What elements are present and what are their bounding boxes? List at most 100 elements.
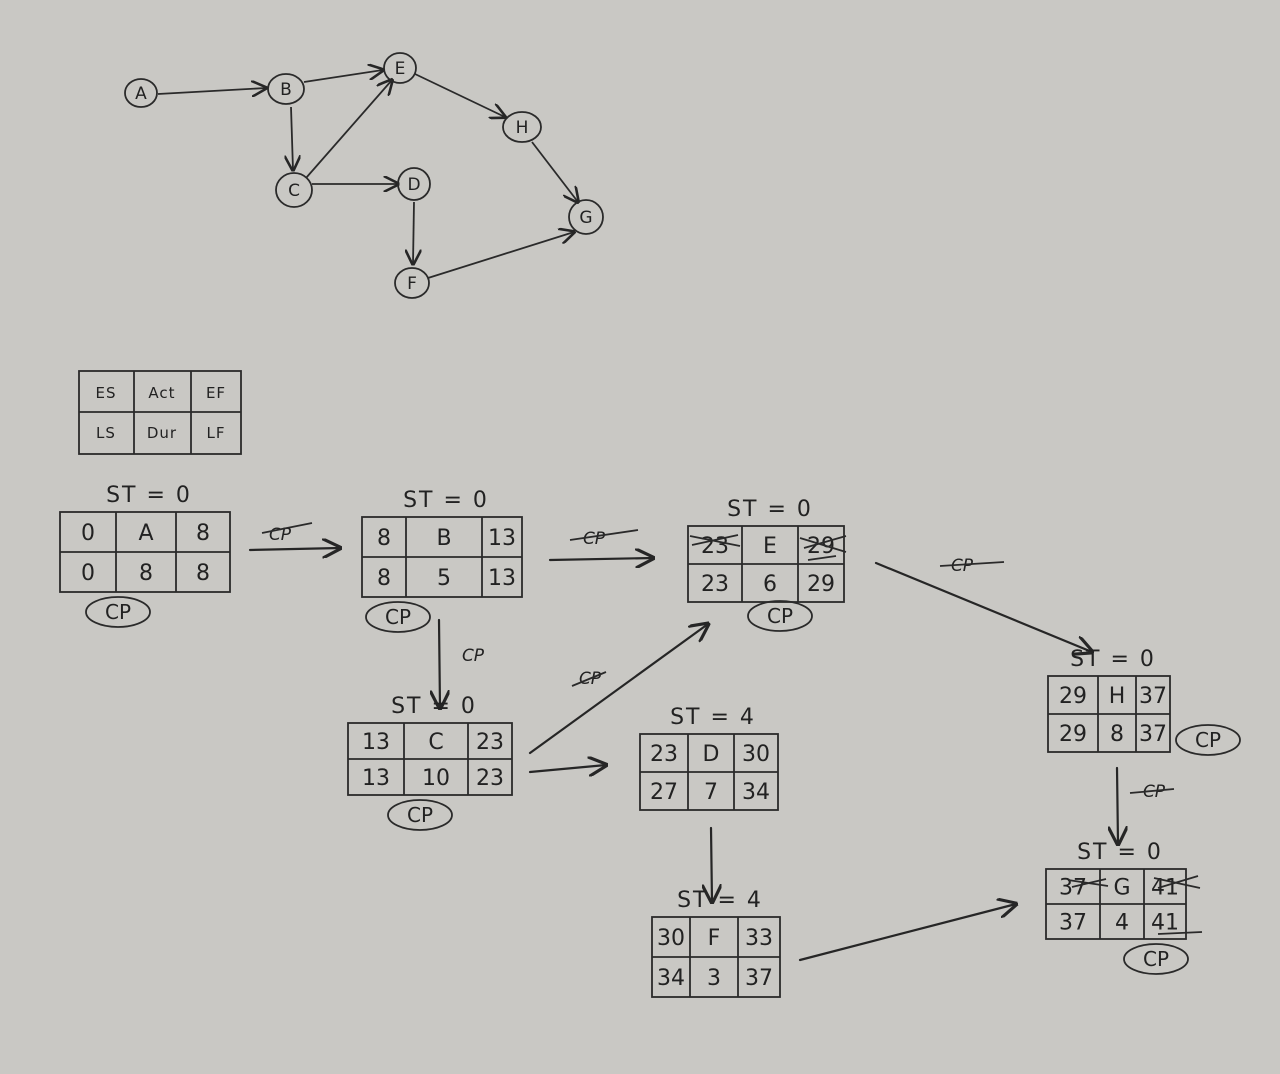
arrow-c-e bbox=[528, 624, 708, 755]
activity-d-ef: 30 bbox=[742, 742, 770, 767]
activity-a-dur: 8 bbox=[139, 561, 153, 586]
activity-g-lf: 41 bbox=[1151, 911, 1179, 936]
activity-c-ef: 23 bbox=[476, 730, 504, 755]
activity-b-id: B bbox=[436, 526, 451, 551]
activity-g-dur: 4 bbox=[1115, 911, 1129, 936]
activity-g-ef: 41 bbox=[1151, 876, 1179, 901]
network-graph: A B C D E F G H bbox=[124, 52, 604, 299]
edge-d-f bbox=[413, 201, 414, 264]
activity-h-lf: 37 bbox=[1139, 722, 1167, 747]
activity-h-id: H bbox=[1109, 684, 1126, 709]
legend-ls: LS bbox=[96, 424, 116, 442]
edge-label-b-e: CP bbox=[583, 529, 606, 549]
arrow-b-c bbox=[439, 618, 440, 708]
node-e: E bbox=[383, 52, 417, 84]
edge-a-b bbox=[157, 88, 266, 94]
edge-b-c bbox=[291, 106, 293, 170]
activity-h-ls: 29 bbox=[1059, 722, 1087, 747]
arrow-h-g bbox=[1117, 766, 1118, 844]
activity-c-dur: 10 bbox=[422, 766, 450, 791]
activity-f-lf: 37 bbox=[745, 966, 773, 991]
activity-a-es: 0 bbox=[81, 521, 95, 546]
svg-text:E: E bbox=[395, 59, 406, 79]
activity-a-ls: 0 bbox=[81, 561, 95, 586]
svg-text:A: A bbox=[135, 84, 147, 104]
activity-b-es: 8 bbox=[377, 526, 391, 551]
activity-e-cp: CP bbox=[767, 604, 793, 628]
legend-ef: EF bbox=[206, 384, 226, 402]
activity-b-ef: 13 bbox=[488, 526, 516, 551]
activity-edges: CP CP CP CP CP CP bbox=[248, 522, 1175, 962]
activity-d-dur: 7 bbox=[704, 780, 718, 805]
edge-e-h bbox=[414, 73, 505, 117]
activity-d-lf: 34 bbox=[742, 780, 770, 805]
activity-a-cp-badge: CP bbox=[85, 596, 151, 628]
activity-e-lf: 29 bbox=[807, 572, 835, 597]
activity-e-cp-badge: CP bbox=[747, 600, 813, 632]
edge-f-g bbox=[427, 232, 574, 279]
svg-text:H: H bbox=[516, 118, 529, 138]
legend-box: ES Act EF LS Dur LF bbox=[78, 370, 242, 455]
activity-c-es: 13 bbox=[362, 730, 390, 755]
svg-text:G: G bbox=[579, 208, 592, 228]
activity-d-ls: 27 bbox=[650, 780, 678, 805]
activity-a-cp: CP bbox=[105, 600, 131, 624]
activity-h-es: 29 bbox=[1059, 684, 1087, 709]
activity-f-ef: 33 bbox=[745, 926, 773, 951]
activity-a-lf: 8 bbox=[196, 561, 210, 586]
activity-e-id: E bbox=[763, 534, 777, 559]
activity-a-id: A bbox=[138, 521, 153, 546]
scribble-g-lf bbox=[1157, 931, 1203, 935]
activity-c-cp-badge: CP bbox=[387, 799, 453, 831]
edge-label-e-h: CP bbox=[951, 556, 974, 576]
activity-box-g: 37 G 41 37 4 41 ST = 0 CP bbox=[1045, 840, 1189, 975]
node-f: F bbox=[394, 267, 430, 299]
activity-f-id: F bbox=[708, 926, 721, 951]
activity-c-cp: CP bbox=[407, 803, 433, 827]
activity-e-ls: 23 bbox=[701, 572, 729, 597]
svg-text:B: B bbox=[280, 80, 292, 100]
activity-g-id: G bbox=[1113, 876, 1130, 901]
arrow-c-d bbox=[528, 765, 606, 772]
arrow-a-b bbox=[248, 548, 340, 550]
activity-g-slack: ST = 0 bbox=[1077, 840, 1163, 865]
arrow-d-f bbox=[711, 826, 712, 902]
activity-f-ls: 34 bbox=[657, 966, 685, 991]
activity-b-cp: CP bbox=[385, 605, 411, 629]
svg-text:D: D bbox=[407, 175, 420, 195]
activity-f-es: 30 bbox=[657, 926, 685, 951]
edge-b-e bbox=[303, 70, 383, 83]
edge-c-e bbox=[305, 80, 392, 179]
scribble-g-es bbox=[1067, 878, 1109, 888]
activity-f-slack: ST = 4 bbox=[677, 888, 763, 913]
edge-label-h-g: CP bbox=[1143, 782, 1166, 802]
activity-h-cp: CP bbox=[1195, 728, 1221, 752]
svg-text:C: C bbox=[288, 181, 300, 201]
edge-h-g bbox=[531, 141, 578, 202]
arrow-f-g bbox=[798, 904, 1016, 962]
node-c: C bbox=[275, 172, 313, 208]
activity-c-slack: ST = 0 bbox=[391, 694, 477, 719]
activity-c-ls: 13 bbox=[362, 766, 390, 791]
activity-a-ef: 8 bbox=[196, 521, 210, 546]
edge-label-b-c: CP bbox=[462, 646, 485, 666]
legend-es: ES bbox=[96, 384, 117, 402]
scribble-e-es bbox=[689, 534, 741, 547]
node-h: H bbox=[502, 111, 542, 143]
activity-c-id: C bbox=[428, 730, 443, 755]
activity-g-es: 37 bbox=[1059, 876, 1087, 901]
activity-g-ls: 37 bbox=[1059, 911, 1087, 936]
activity-d-es: 23 bbox=[650, 742, 678, 767]
activity-g-cp-badge: CP bbox=[1123, 943, 1189, 975]
correction-scribbles bbox=[689, 534, 1203, 935]
activity-h-dur: 8 bbox=[1110, 722, 1124, 747]
activity-e-dur: 6 bbox=[763, 572, 777, 597]
node-d: D bbox=[397, 167, 431, 201]
